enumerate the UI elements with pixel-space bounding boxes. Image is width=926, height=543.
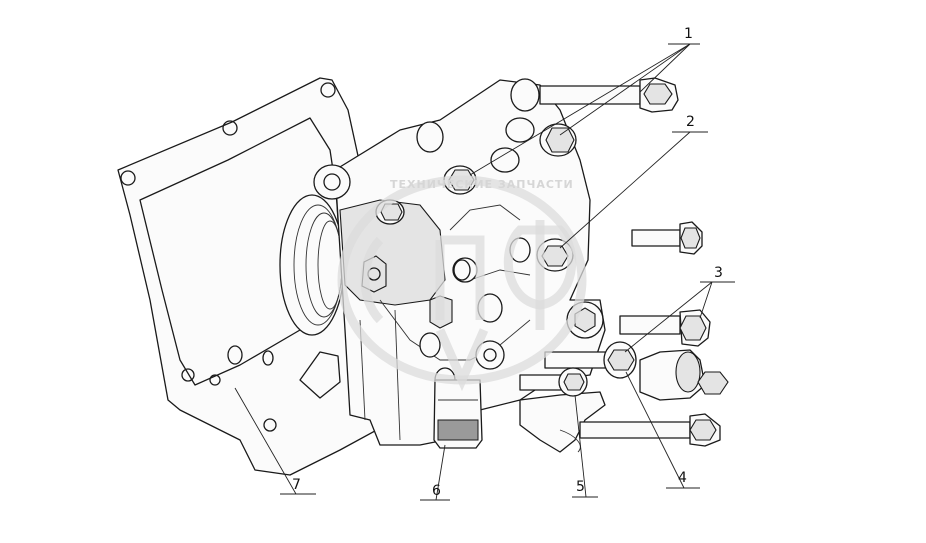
watermark-text: ТЕХНИЧЕСКИЕ ЗАПЧАСТИ — [390, 178, 574, 191]
callout-2: 2 — [686, 114, 695, 130]
callout-1: 1 — [684, 26, 693, 42]
callout-5: 5 — [576, 479, 585, 495]
callout-6: 6 — [432, 483, 441, 499]
bolt-set — [375, 77, 729, 449]
watermark: ТЕХНИЧЕСКИЕ ЗАПЧАСТИ — [337, 175, 587, 392]
callout-3: 3 — [714, 265, 723, 281]
leader-lines — [234, 43, 735, 501]
callout-4: 4 — [678, 470, 687, 486]
callouts: 1 2 3 4 5 6 7 — [292, 26, 723, 499]
callout-7: 7 — [292, 477, 301, 493]
